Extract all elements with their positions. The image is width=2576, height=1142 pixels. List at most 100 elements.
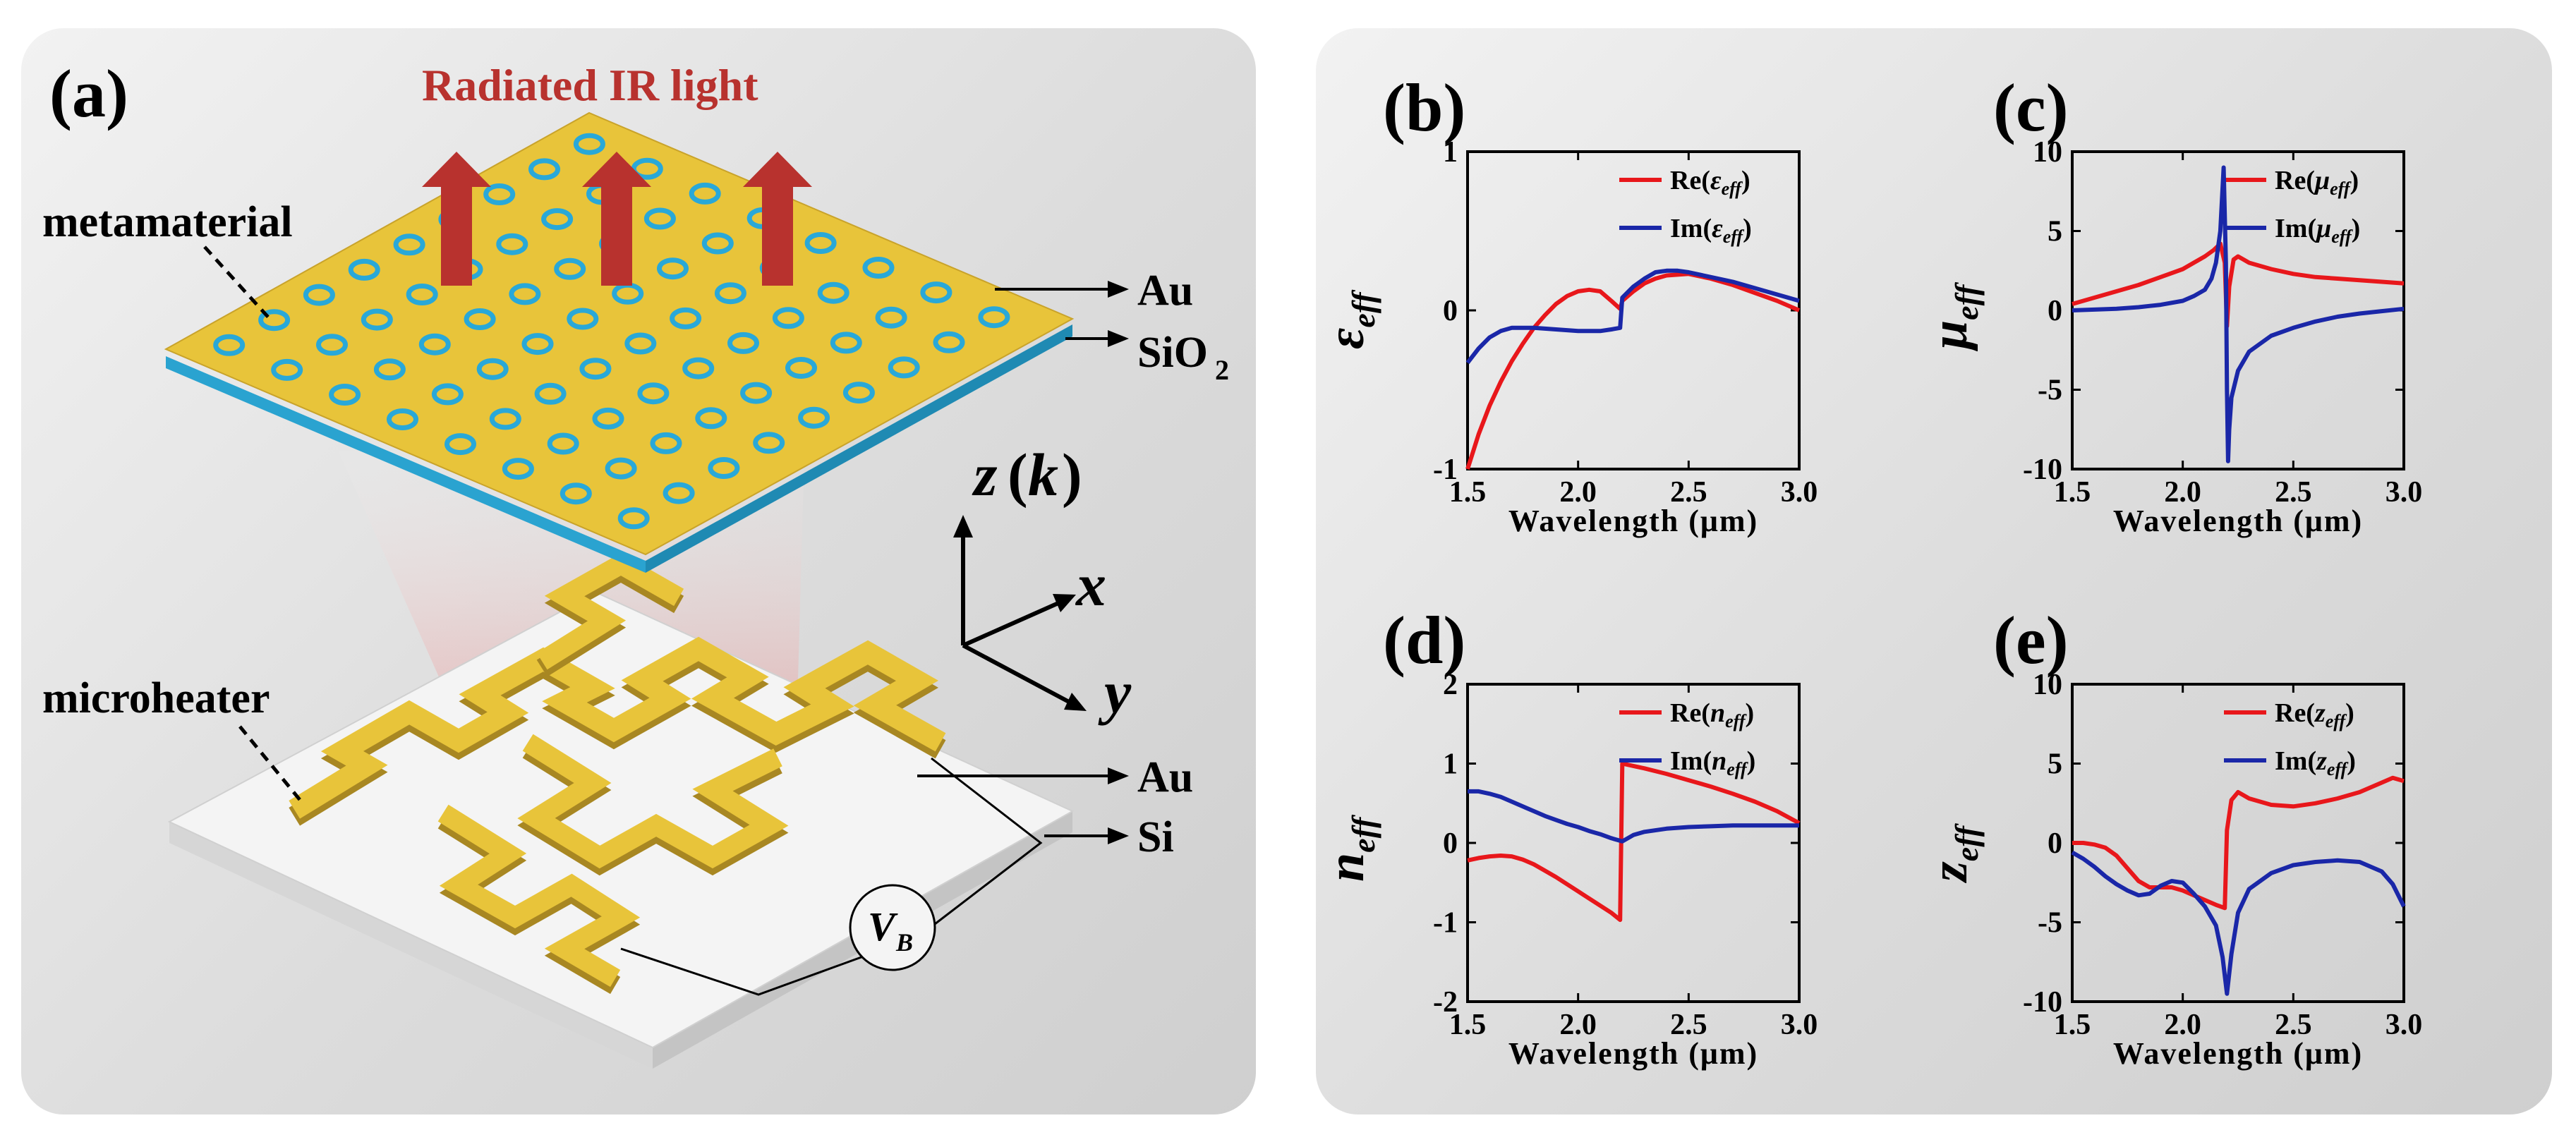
plot-frame: [1466, 150, 1801, 470]
hole: [534, 382, 567, 405]
y-axis-symbol: μ: [1921, 320, 1978, 352]
hole: [560, 482, 592, 505]
hole: [373, 358, 406, 381]
vb-subscript: B: [895, 928, 913, 956]
hole: [554, 257, 586, 280]
x-tick-label: 2.0: [2164, 476, 2201, 509]
axis-z-label: z: [972, 441, 998, 509]
sio2-subscript: 2: [1215, 354, 1229, 386]
hole: [521, 333, 554, 356]
axis-k-label: k: [1028, 441, 1058, 509]
hole: [670, 307, 702, 329]
hole: [316, 334, 348, 356]
bias-wire: [931, 757, 1043, 925]
x-tick-label: 3.0: [2385, 1009, 2423, 1041]
x-tick-label: 2.5: [2275, 1009, 2312, 1041]
hole: [862, 257, 895, 279]
y-tick-label: 5: [2048, 748, 2062, 781]
legend-suffix: ): [2347, 746, 2356, 776]
legend-symbol: μ: [2314, 166, 2330, 195]
legend-prefix: Re(: [1670, 698, 1710, 728]
x-tick-label: 2.5: [1670, 476, 1707, 509]
y-axis-symbol: ε: [1317, 328, 1375, 349]
y-axis-subscript: eff: [1949, 822, 1985, 861]
voltage-source-symbol: [849, 884, 936, 971]
legend-label: Re(εeff): [1670, 166, 1750, 199]
hole: [393, 233, 425, 256]
y-tick-label: 1: [1443, 136, 1458, 169]
hole: [617, 507, 650, 530]
x-axis-label: Wavelength (μm): [2113, 504, 2363, 538]
hole: [406, 284, 438, 305]
radiation-arrows: [422, 152, 812, 286]
y-tick-label: 5: [2048, 216, 2062, 248]
hole: [303, 284, 335, 306]
legend-prefix: Re(: [2275, 166, 2315, 195]
vb-label: V: [868, 904, 898, 949]
hole: [258, 309, 291, 332]
x-tick-label: 2.5: [2275, 476, 2312, 509]
y-tick-label: 2: [1443, 669, 1458, 701]
hole: [489, 408, 521, 430]
x-tick-label: 1.5: [2054, 1009, 2091, 1041]
device-schematic: V B (a) Radiated IR light metamaterial m…: [42, 56, 1229, 1069]
metamaterial-holes: [213, 133, 1010, 530]
legend-suffix: ): [1747, 746, 1756, 776]
legend-symbol: μ: [2315, 214, 2331, 243]
series-line-im: [1468, 789, 1799, 844]
hole: [830, 332, 862, 354]
hole: [483, 183, 516, 205]
legend-symbol: z: [2315, 746, 2327, 776]
au-top-arrowhead: [1108, 281, 1129, 298]
hole: [496, 233, 528, 255]
y-axis-subscript: eff: [1346, 814, 1381, 853]
legend-symbol: ε: [1710, 166, 1722, 195]
radiation-arrow-1: [422, 152, 491, 286]
hole: [547, 432, 579, 455]
hole: [579, 358, 612, 380]
y-tick-label: -10: [2023, 986, 2062, 1019]
y-axis-symbol: z: [1921, 861, 1978, 884]
hole: [502, 458, 534, 480]
legend-symbol: n: [1712, 746, 1727, 776]
hole: [753, 432, 785, 454]
legend-subscript: eff: [2326, 711, 2347, 731]
x-tick-label: 2.0: [1559, 476, 1597, 509]
bias-wire-2: [620, 947, 876, 996]
au-bottom-arrowhead: [1108, 767, 1129, 784]
hole: [933, 331, 965, 353]
hole: [888, 356, 920, 379]
hole: [509, 283, 541, 305]
legend-prefix: Im(: [1670, 214, 1712, 243]
hole: [387, 408, 418, 430]
radiation-arrow-2: [582, 152, 651, 286]
hole: [418, 333, 451, 356]
metamaterial-label: metamaterial: [42, 198, 293, 246]
hole: [476, 358, 509, 380]
x-tick-label: 2.0: [2164, 1009, 2201, 1041]
series-line-re: [1465, 272, 1801, 470]
y-axis-label: neff: [1317, 814, 1381, 882]
y-axis-symbol: n: [1317, 853, 1375, 882]
si-arrowhead: [1108, 827, 1129, 844]
au-top-label: Au: [1137, 267, 1193, 315]
hole: [464, 308, 496, 330]
hole: [663, 482, 695, 504]
x-axis-label: Wavelength (μm): [1508, 504, 1758, 538]
y-tick-label: -1: [1433, 454, 1458, 486]
legend-prefix: Re(: [1670, 166, 1710, 195]
legend-symbol: z: [2314, 698, 2326, 728]
y-axis-subscript: eff: [1949, 281, 1985, 320]
x-tick-label: 3.0: [2385, 476, 2423, 509]
hole: [708, 457, 740, 479]
sio2-layer-right: [646, 324, 1072, 573]
legend-label: Im(μeff): [2275, 214, 2360, 247]
hole: [431, 383, 464, 406]
hole: [978, 306, 1010, 329]
hole: [445, 433, 476, 456]
legend-suffix: ): [2350, 166, 2359, 195]
hole: [842, 382, 875, 404]
legend-suffix: ): [2345, 698, 2354, 728]
